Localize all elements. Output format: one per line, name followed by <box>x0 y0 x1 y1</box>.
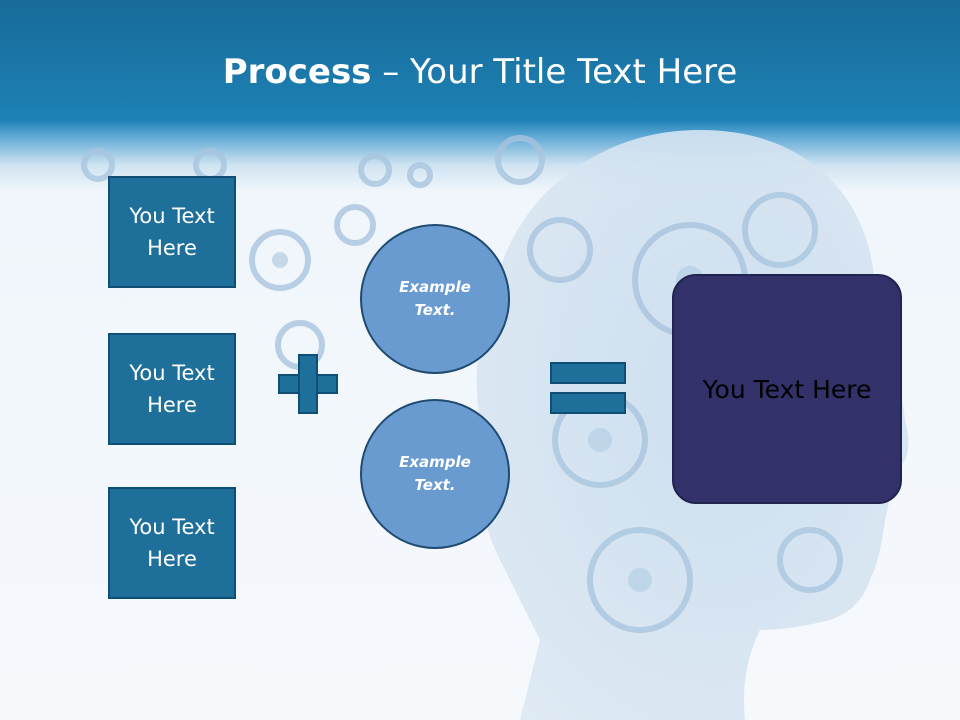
gear-icon <box>495 135 545 185</box>
example-circle-1[interactable]: Example Text. <box>360 224 510 374</box>
gear-icon <box>407 162 433 188</box>
input-box-3[interactable]: You Text Here <box>108 487 236 599</box>
gear-icon <box>249 229 311 291</box>
gear-icon <box>358 153 392 187</box>
input-box-2-label: You Text Here <box>129 361 215 417</box>
result-box-label: You Text Here <box>702 374 872 404</box>
result-box[interactable]: You Text Here <box>672 274 902 504</box>
input-box-2[interactable]: You Text Here <box>108 333 236 445</box>
input-box-3-label: You Text Here <box>129 515 215 571</box>
gear-icon <box>742 192 818 268</box>
gear-icon <box>81 148 115 182</box>
example-circle-2[interactable]: Example Text. <box>360 399 510 549</box>
page-title: Process – Your Title Text Here <box>0 52 960 92</box>
example-circle-2-label: Example Text. <box>399 453 471 494</box>
gear-icon <box>777 527 843 593</box>
input-box-1-label: You Text Here <box>129 204 215 260</box>
input-box-1[interactable]: You Text Here <box>108 176 236 288</box>
example-circle-1-label: Example Text. <box>399 278 471 319</box>
gear-icon <box>587 527 693 633</box>
gear-icon <box>193 148 227 182</box>
title-rest: – Your Title Text Here <box>371 52 738 92</box>
title-bold: Process <box>222 52 372 92</box>
gear-icon <box>334 204 376 246</box>
gear-icon <box>527 217 593 283</box>
